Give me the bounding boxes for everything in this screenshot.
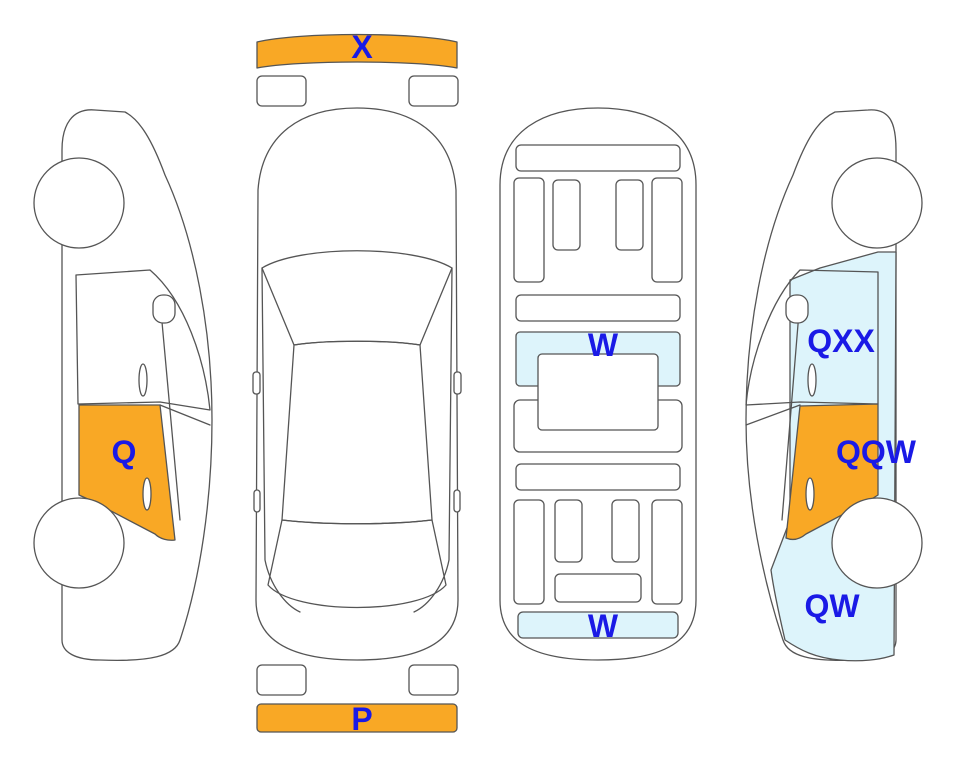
right-front-wheel (831, 157, 923, 249)
underbody-center-panel (537, 353, 659, 431)
front-bumper-zone (256, 33, 458, 69)
right-window-line (745, 269, 879, 406)
underbody-rear-right-rail (651, 499, 683, 605)
rear-right-light (408, 664, 459, 696)
rear-window (267, 519, 447, 609)
top-view: X P (252, 29, 462, 737)
underbody-front-right-rail (651, 177, 683, 283)
label-right-front-upper: QXX (807, 323, 875, 359)
top-mirror-left (252, 371, 261, 395)
left-b-pillar (159, 299, 181, 521)
rear-left-light (256, 664, 307, 696)
top-mirror-right (453, 371, 462, 395)
underbody-front-left-rail (513, 177, 545, 283)
label-left-rear-door: Q (112, 434, 137, 470)
left-mirror (152, 294, 176, 324)
left-front-door-handle (138, 363, 148, 397)
left-side-view: Q (33, 109, 213, 662)
left-rear-wheel (33, 157, 125, 249)
label-right-front-door: QQW (836, 434, 917, 470)
right-mirror (785, 294, 809, 324)
right-side-line (413, 267, 453, 613)
top-handle-right (453, 489, 461, 513)
right-front-door-handle (807, 363, 817, 397)
right-rear-door-handle (805, 477, 815, 511)
underbody-rear-left-mount (554, 499, 583, 563)
left-belt-line (159, 404, 211, 426)
rear-bumper-zone (256, 703, 458, 733)
label-underbody-rear: W (588, 608, 619, 644)
underbody-mid-front-cross (515, 294, 681, 322)
right-side-view: QXX QQW QW (745, 109, 923, 662)
underbody-rear-cross (554, 573, 642, 603)
underbody-rear-left-rail (513, 499, 545, 605)
front-right-light (408, 75, 459, 107)
underbody-front-left-mount (552, 179, 581, 251)
underbody-rear-zone (517, 611, 679, 639)
label-underbody-front: W (588, 327, 619, 363)
right-b-pillar (781, 299, 801, 521)
underbody-mid-rear-cross (515, 463, 681, 491)
left-rear-door-handle (142, 477, 152, 511)
label-rear-bumper: P (351, 701, 372, 737)
underbody-front-cross (515, 144, 681, 172)
left-front-wheel (33, 497, 125, 589)
right-rear-wheel (831, 497, 923, 589)
label-front-bumper: X (351, 29, 373, 65)
left-side-line (261, 267, 301, 613)
underbody-view: W W (499, 107, 697, 661)
label-right-front-fender: QW (804, 588, 860, 624)
top-handle-left (253, 489, 261, 513)
top-body-outline (255, 107, 459, 661)
left-window-line (75, 269, 211, 411)
underbody-rear-right-mount (611, 499, 640, 563)
front-left-light (256, 75, 307, 107)
underbody-front-right-mount (615, 179, 644, 251)
